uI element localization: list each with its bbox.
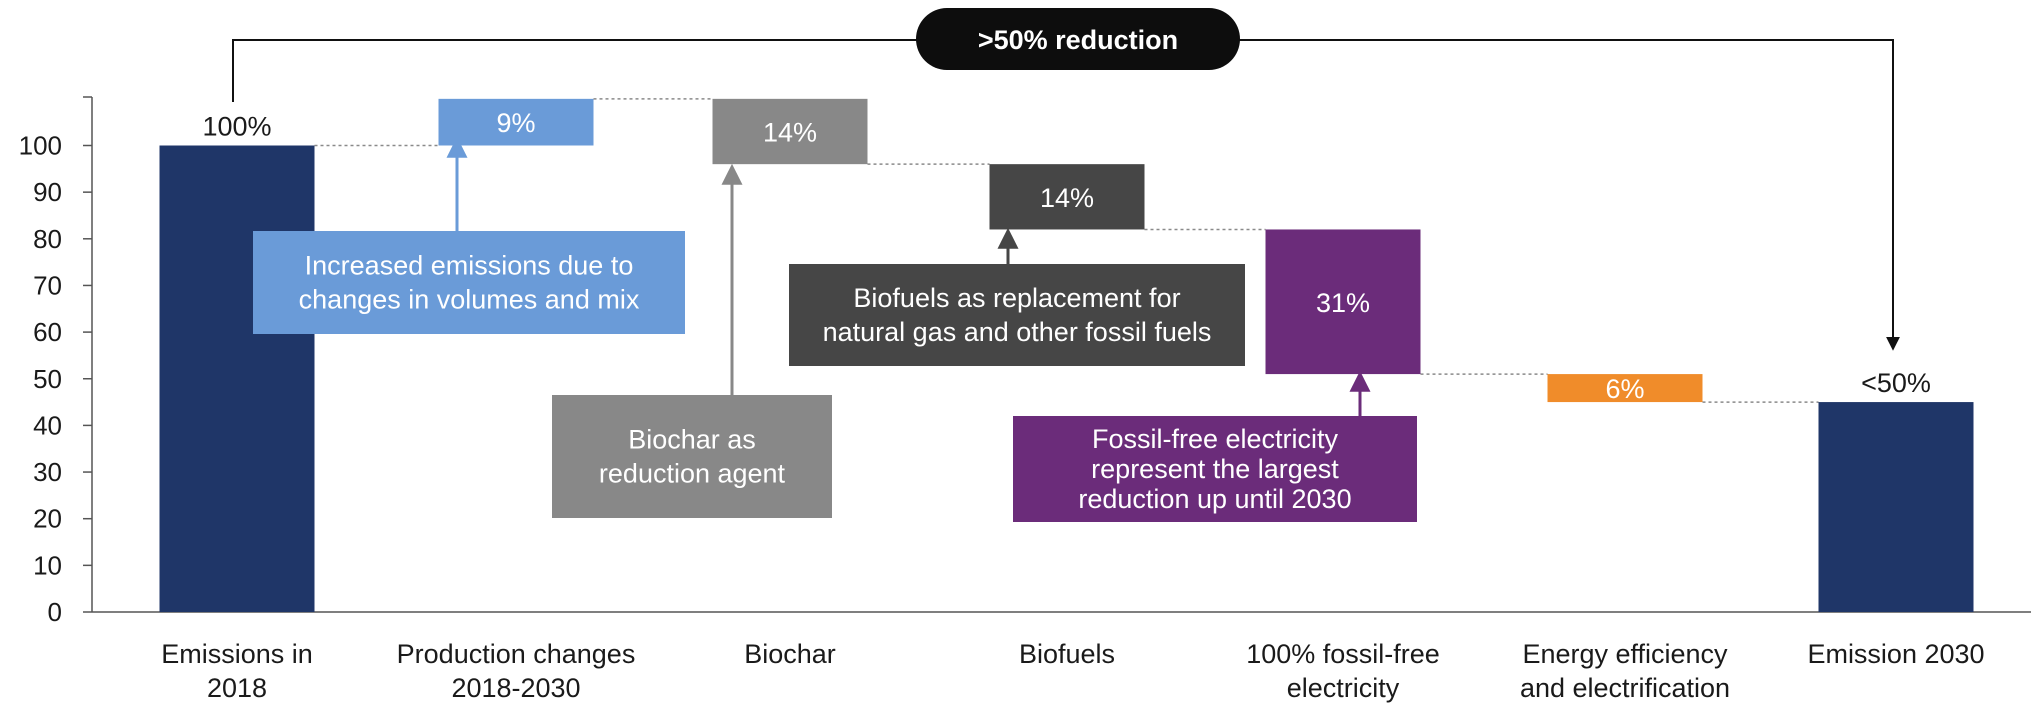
annotation-box [1013,416,1417,522]
y-tick-label: 60 [33,317,62,347]
waterfall-bar [989,164,1145,230]
data-label: 6% [1605,374,1644,404]
y-tick-label: 50 [33,364,62,394]
category-label: Emissions in [161,639,313,669]
y-tick-label: 0 [48,597,62,627]
reduction-badge-label: >50% reduction [978,25,1178,55]
annotation-box [789,264,1245,366]
category-label: Biofuels [1019,639,1115,669]
category-label: Emission 2030 [1807,639,1984,669]
annotation-box [253,231,685,334]
data-label: 14% [763,118,817,148]
category-label: Biochar [744,639,836,669]
reduction-badge [916,8,1240,70]
data-label: 31% [1316,288,1370,318]
y-tick-label: 10 [33,550,62,580]
category-label: Production changes [397,639,636,669]
category-label: and electrification [1520,673,1730,703]
annotation-text: Fossil-free electricity [1092,424,1339,454]
data-label: 14% [1040,183,1094,213]
annotation-text: Increased emissions due to [305,251,634,281]
category-label: electricity [1287,673,1400,703]
annotation-box [552,395,832,518]
annotation-text: reduction agent [599,459,786,489]
annotation-text: represent the largest [1091,454,1339,484]
y-tick-label: 100 [19,131,62,161]
waterfall-bar [159,145,315,612]
category-label: Energy efficiency [1522,639,1728,669]
waterfall-bar [1265,229,1421,375]
waterfall-bar [1818,402,1974,612]
data-label: 100% [202,112,271,142]
annotation-text: Biochar as [628,425,756,455]
annotation-text: reduction up until 2030 [1078,484,1351,514]
y-tick-label: 20 [33,504,62,534]
y-tick-label: 90 [33,177,62,207]
y-tick-label: 30 [33,457,62,487]
y-tick-label: 80 [33,224,62,254]
data-label: 9% [496,108,535,138]
annotation-text: changes in volumes and mix [299,285,640,315]
annotation-text: natural gas and other fossil fuels [823,317,1212,347]
y-tick-label: 40 [33,410,62,440]
category-label: 2018 [207,673,267,703]
category-label: 100% fossil-free [1246,639,1440,669]
y-tick-label: 70 [33,270,62,300]
data-label: <50% [1861,368,1931,398]
waterfall-bar [712,98,868,165]
category-label: 2018-2030 [451,673,580,703]
annotation-text: Biofuels as replacement for [853,283,1180,313]
waterfall-bar [1547,374,1703,403]
